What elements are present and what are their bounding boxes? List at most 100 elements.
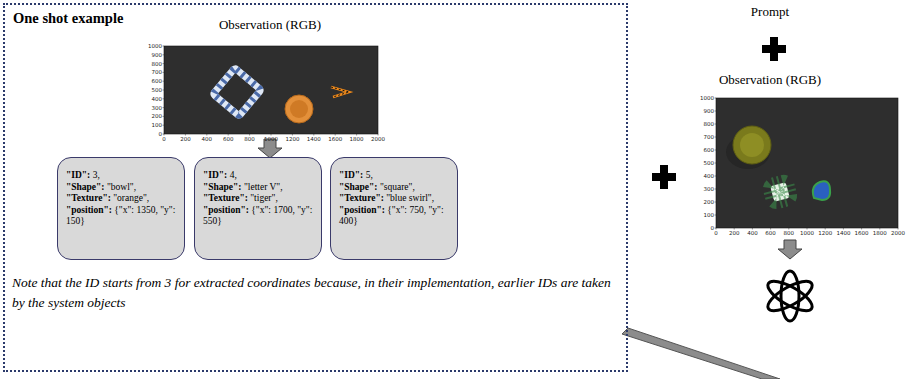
plus-sign	[652, 165, 676, 189]
tick-mark	[163, 134, 165, 135]
example-frame: One shot example"ID": 3,"Shape": "bowl",…	[3, 3, 628, 372]
tiger-stripes	[331, 87, 349, 97]
tick-mark	[825, 228, 826, 230]
axis-tick-label: 300	[152, 105, 163, 111]
card-field: "ID": 3,	[66, 170, 176, 182]
tick-mark	[715, 98, 717, 99]
axis-tick-label: 600	[704, 147, 715, 153]
tick-mark	[378, 134, 379, 136]
axis-tick-label: 900	[704, 108, 715, 114]
axis-tick-label: 700	[704, 134, 715, 140]
field-key: "position":	[339, 205, 385, 215]
field-key: "ID":	[203, 170, 227, 180]
caption: Prompt	[751, 4, 789, 20]
field-key: "ID":	[339, 170, 363, 180]
axis-tick-label: 2000	[371, 136, 385, 142]
tick-mark	[843, 228, 844, 230]
card-field: "Shape": "letter V",	[203, 182, 313, 194]
field-value: 5,	[363, 170, 373, 180]
tick-mark	[807, 228, 808, 230]
logo-petal	[764, 276, 816, 317]
tick-mark	[788, 228, 789, 230]
field-value: "tiger",	[248, 193, 278, 203]
field-key: "Shape":	[339, 182, 378, 192]
axis-tick-label: 900	[152, 52, 163, 58]
field-value: "bowl",	[105, 182, 137, 192]
field-key: "Texture":	[66, 193, 111, 203]
axis-tick-label: 600	[765, 230, 776, 236]
object-card: "ID": 3,"Shape": "bowl","Texture": "oran…	[57, 157, 185, 260]
axis-tick-label: 0	[711, 225, 715, 231]
yellow-bowl	[733, 126, 771, 164]
tick-mark	[185, 134, 186, 136]
tick-mark	[715, 124, 717, 125]
note-text: Note that the ID starts from 3 for extra…	[12, 273, 620, 312]
tick-mark	[879, 228, 880, 230]
logo-petal	[764, 276, 816, 317]
bowl-inner	[290, 100, 308, 118]
card-field: "Texture": "orange",	[66, 193, 176, 205]
field-key: "position":	[66, 205, 112, 215]
axis-tick-label: 1200	[818, 230, 832, 236]
axis-tick-label: 1200	[285, 136, 299, 142]
tick-mark	[163, 72, 165, 73]
tick-mark	[770, 228, 771, 230]
tick-marks	[163, 46, 899, 230]
axis-tick-label: 2000	[891, 230, 905, 236]
field-key: "ID":	[66, 170, 90, 180]
card-field: "position": {"x": 1350, "y": 150}	[66, 205, 176, 228]
axis-tick-label: 800	[152, 61, 163, 67]
diagonal-bar	[622, 328, 780, 379]
bowl-inner	[740, 133, 764, 157]
axis-tick-label: 500	[704, 160, 715, 166]
striped-object	[770, 182, 790, 202]
field-key: "Shape":	[66, 182, 105, 192]
axis-tick-label: 600	[152, 78, 163, 84]
card-field: "Shape": "square",	[339, 182, 449, 194]
card-field: "position": {"x": 1700, "y": 550}	[203, 205, 313, 228]
tick-mark	[163, 46, 165, 47]
axis-tick-label: 0	[159, 131, 163, 137]
tick-mark	[163, 90, 165, 91]
field-key: "Texture":	[339, 193, 384, 203]
tick-mark	[228, 134, 229, 136]
axis-tick-label: 200	[729, 230, 740, 236]
tick-mark	[163, 81, 165, 82]
tiger-v	[331, 87, 349, 97]
card-field: "ID": 4,	[203, 170, 313, 182]
field-value: 3,	[90, 170, 100, 180]
striped-square	[213, 68, 261, 116]
openai-logo	[764, 271, 816, 321]
card-field: "Texture": "tiger",	[203, 193, 313, 205]
tick-mark	[335, 134, 336, 136]
axis-tick-label: 800	[704, 121, 715, 127]
tick-mark	[163, 98, 165, 99]
axis-tick-label: 400	[202, 136, 213, 142]
axis-tick-label: 100	[704, 212, 715, 218]
field-key: "Shape":	[203, 182, 242, 192]
axis-tick-label: 400	[747, 230, 758, 236]
tick-mark	[249, 134, 250, 136]
tick-mark	[715, 150, 717, 151]
object-base	[770, 182, 790, 202]
logo-petal	[781, 271, 799, 321]
tick-mark	[898, 228, 899, 230]
tick-mark	[715, 228, 717, 229]
field-value: "square",	[378, 182, 415, 192]
caption: Observation (RGB)	[219, 17, 321, 33]
tick-mark	[715, 111, 717, 112]
axis-tick-label: 100	[152, 122, 163, 128]
tick-mark	[163, 107, 165, 108]
square-base	[213, 68, 261, 116]
axis-tick-label: 200	[180, 136, 191, 142]
tick-mark	[292, 134, 293, 136]
tick-mark	[861, 228, 862, 230]
tick-mark	[716, 228, 717, 230]
object-stripes	[770, 182, 790, 202]
observation-image	[164, 46, 378, 134]
axis-tick-label: 0	[714, 230, 718, 236]
axis-tick-label: 600	[223, 136, 234, 142]
axis-tick-label: 1000	[700, 95, 714, 101]
caption: Observation (RGB)	[719, 72, 821, 88]
tick-mark	[715, 215, 717, 216]
